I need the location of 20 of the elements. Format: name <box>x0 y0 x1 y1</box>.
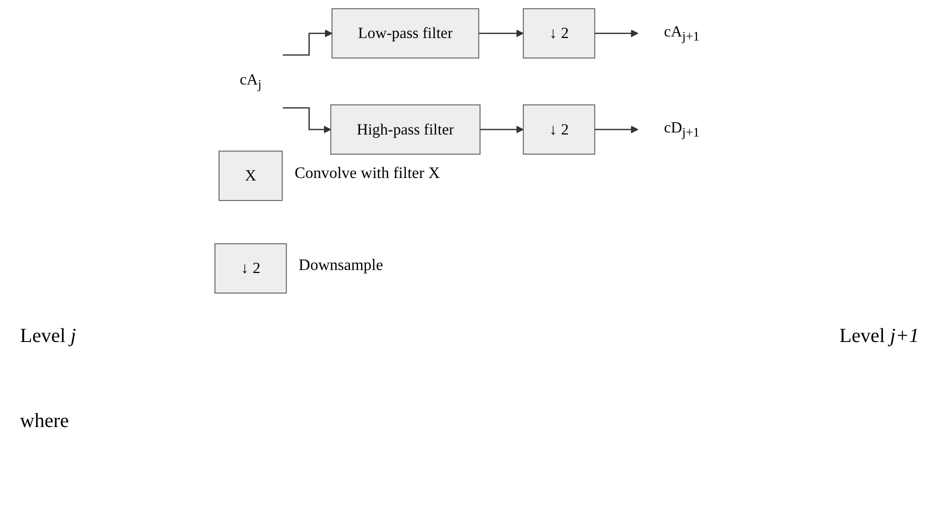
node-box: High-pass filter <box>330 104 481 155</box>
node-box: Low-pass filter <box>332 8 480 58</box>
arrow <box>595 126 639 134</box>
legend-description: Convolve with filter X <box>294 164 440 183</box>
legend-description: Downsample <box>298 257 384 276</box>
arrow <box>283 30 333 56</box>
node-box: ↓ 2 <box>523 104 596 155</box>
node-box: ↓ 2 <box>214 243 288 294</box>
node-box: ↓ 2 <box>523 8 596 58</box>
note-text: where <box>20 410 69 433</box>
arrow <box>479 30 524 38</box>
node-box: X <box>218 150 283 201</box>
node-text: cA$_{j+1}$ <box>664 22 700 44</box>
arrow <box>595 30 639 38</box>
node-text: cD$_{j+1}$ <box>664 118 700 140</box>
arrow <box>480 126 524 134</box>
level-label: Level j <box>20 325 76 348</box>
level-label: Level j+1 <box>839 325 919 348</box>
node-text: cA$_{j}$ <box>240 70 262 92</box>
arrow <box>283 107 332 134</box>
